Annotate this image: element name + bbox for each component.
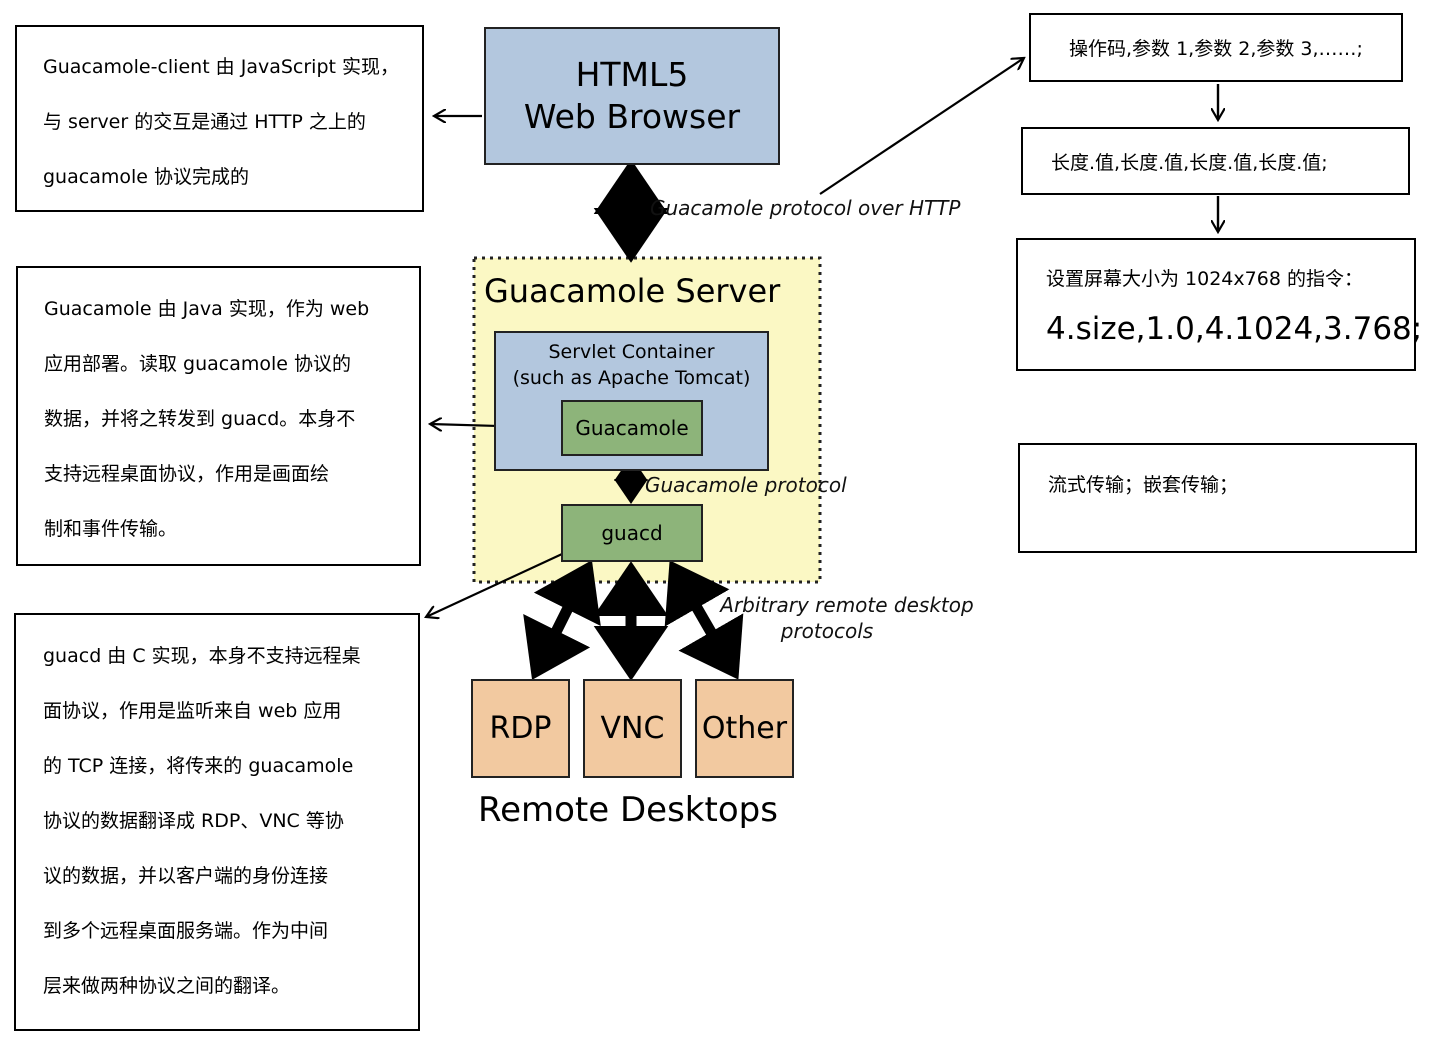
arbitrary-protocols-label: Arbitrary remote desktop protocols bbox=[712, 592, 982, 644]
client-note: Guacamole-client 由 JavaScript 实现， 与 serv… bbox=[15, 25, 424, 212]
guacamole-protocol-label: Guacamole protocol bbox=[645, 473, 847, 497]
transport-note: 流式传输；嵌套传输； bbox=[1018, 443, 1417, 553]
client-note-line: Guacamole-client 由 JavaScript 实现， bbox=[43, 56, 399, 78]
guacd-note-line: 的 TCP 连接，将传来的 guacamole bbox=[43, 755, 354, 777]
web-browser-line1: HTML5 bbox=[575, 55, 689, 94]
guacd-component-box: guacd bbox=[561, 504, 703, 562]
guacamole-note: Guacamole 由 Java 实现，作为 web 应用部署。读取 guaca… bbox=[16, 266, 421, 566]
web-browser-line2: Web Browser bbox=[523, 97, 741, 136]
instruction-format-text: 操作码,参数 1,参数 2,参数 3,……; bbox=[1069, 38, 1363, 60]
guacamole-note-line: Guacamole 由 Java 实现，作为 web bbox=[44, 298, 370, 320]
client-note-line: 与 server 的交互是通过 HTTP 之上的 bbox=[43, 111, 366, 133]
rdp-label: RDP bbox=[489, 711, 552, 746]
guacamole-component-label: Guacamole bbox=[575, 416, 689, 440]
guacamole-note-line: 数据，并将之转发到 guacd。本身不 bbox=[44, 408, 356, 430]
guacd-rdp-arrow bbox=[523, 560, 601, 680]
size-example-code: 4.size,1.0,4.1024,3.768; bbox=[1046, 311, 1423, 347]
other-desktop-box: Other bbox=[695, 679, 794, 778]
vnc-label: VNC bbox=[600, 711, 665, 746]
size-example-title: 设置屏幕大小为 1024x768 的指令： bbox=[1046, 268, 1363, 290]
http-protocol-label: Guacamole protocol over HTTP bbox=[650, 196, 961, 220]
size-example-note: 设置屏幕大小为 1024x768 的指令： 4.size,1.0,4.1024,… bbox=[1016, 238, 1423, 371]
other-label: Other bbox=[701, 711, 788, 746]
guacd-note: guacd 由 C 实现，本身不支持远程桌 面协议，作用是监听来自 web 应用… bbox=[14, 613, 420, 1031]
guacamole-note-line: 支持远程桌面协议，作用是画面绘 bbox=[44, 463, 330, 485]
guacd-note-line: 到多个远程桌面服务端。作为中间 bbox=[43, 920, 329, 942]
server-title: Guacamole Server bbox=[484, 272, 781, 310]
guacd-note-line: guacd 由 C 实现，本身不支持远程桌 bbox=[43, 645, 361, 667]
servlet-container-line2: (such as Apache Tomcat) bbox=[512, 367, 751, 389]
web-browser-box: HTML5 Web Browser bbox=[484, 27, 780, 165]
instruction-encoding-note: 长度.值,长度.值,长度.值,长度.值; bbox=[1021, 127, 1410, 195]
transport-text: 流式传输；嵌套传输； bbox=[1048, 474, 1239, 496]
protocol-note-arrow bbox=[819, 58, 1024, 195]
guacamole-note-line: 制和事件传输。 bbox=[44, 518, 178, 540]
guacamole-component-box: Guacamole bbox=[561, 400, 703, 456]
guacd-note-line: 层来做两种协议之间的翻译。 bbox=[43, 975, 291, 997]
arbitrary-protocols-line1: Arbitrary remote desktop bbox=[720, 593, 974, 617]
guacd-note-line: 协议的数据翻译成 RDP、VNC 等协 bbox=[43, 810, 344, 832]
guacamole-note-line: 应用部署。读取 guacamole 协议的 bbox=[44, 353, 352, 375]
instruction-encoding-text: 长度.值,长度.值,长度.值,长度.值; bbox=[1051, 151, 1328, 174]
guacd-component-label: guacd bbox=[601, 521, 663, 545]
vnc-desktop-box: VNC bbox=[583, 679, 682, 778]
guacd-note-line: 面协议，作用是监听来自 web 应用 bbox=[43, 700, 342, 722]
client-note-line: guacamole 协议完成的 bbox=[43, 166, 249, 188]
remote-desktops-caption: Remote Desktops bbox=[478, 790, 778, 830]
arbitrary-protocols-line2: protocols bbox=[780, 619, 874, 643]
servlet-container-line1: Servlet Container bbox=[548, 341, 715, 363]
guacd-note-line: 议的数据，并以客户端的身份连接 bbox=[43, 865, 329, 887]
guacd-note-arrow bbox=[426, 547, 576, 617]
instruction-format-note: 操作码,参数 1,参数 2,参数 3,……; bbox=[1029, 13, 1403, 82]
rdp-desktop-box: RDP bbox=[471, 679, 570, 778]
